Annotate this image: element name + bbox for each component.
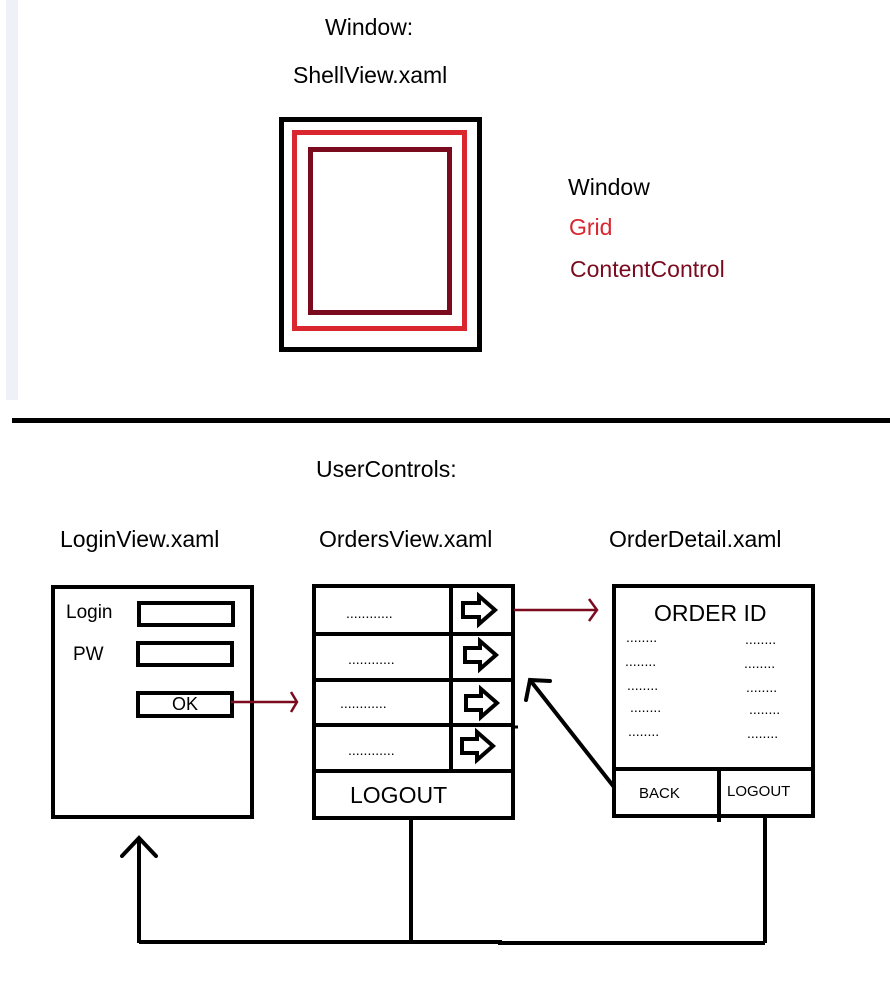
detail-right-field: ........ bbox=[746, 679, 778, 695]
orders-column-divider bbox=[449, 588, 453, 773]
row-arrow-icon bbox=[461, 591, 499, 629]
detail-logout-button[interactable]: LOGOUT bbox=[727, 783, 791, 800]
detail-left-field: ........ bbox=[627, 677, 659, 693]
detail-left-field: ........ bbox=[628, 723, 660, 739]
row-arrow-icon bbox=[464, 684, 501, 722]
order-id-header: ORDER ID bbox=[654, 600, 767, 626]
detail-left-field: ........ bbox=[630, 699, 662, 715]
orderdetail-title: OrderDetail.xaml bbox=[609, 526, 782, 552]
order-row-text: ............ bbox=[340, 695, 387, 711]
detail-left-field: ........ bbox=[625, 653, 657, 669]
ordersview-title: OrdersView.xaml bbox=[319, 526, 493, 552]
legend-grid: Grid bbox=[569, 214, 613, 240]
order-row-text: ............ bbox=[348, 651, 395, 667]
detail-left-field: ........ bbox=[626, 629, 658, 645]
detail-right-field: ........ bbox=[747, 725, 779, 741]
row-arrow-icon bbox=[460, 727, 497, 765]
ok-button[interactable]: OK bbox=[136, 691, 234, 718]
row-arrow-icon bbox=[460, 591, 501, 765]
pw-label: PW bbox=[73, 644, 104, 665]
pw-input[interactable] bbox=[136, 641, 234, 667]
detail-right-field: ........ bbox=[744, 655, 776, 671]
grid-frame bbox=[292, 130, 467, 331]
detail-right-field: ........ bbox=[745, 631, 777, 647]
order-row-text: ............ bbox=[346, 605, 393, 621]
detail-button-divider bbox=[717, 767, 721, 822]
back-to-orders-arrow bbox=[524, 677, 616, 789]
back-button[interactable]: BACK bbox=[639, 785, 680, 802]
order-row[interactable]: ............ bbox=[316, 636, 511, 682]
legend-content-control: ContentControl bbox=[570, 256, 725, 282]
order-row[interactable]: ............ bbox=[316, 727, 511, 773]
left-edge-strip bbox=[6, 0, 18, 400]
usercontrols-title: UserControls: bbox=[316, 456, 457, 482]
login-view: Login PW OK bbox=[51, 585, 254, 819]
login-label: Login bbox=[66, 602, 113, 623]
order-detail-view: ORDER ID ........ ........ ........ ....… bbox=[612, 584, 815, 822]
order-row-text: ............ bbox=[348, 742, 395, 758]
window-frame bbox=[279, 117, 482, 352]
legend-window: Window bbox=[568, 174, 650, 200]
order-row[interactable]: ............ bbox=[316, 588, 511, 636]
login-input[interactable] bbox=[137, 601, 235, 627]
section-divider bbox=[12, 418, 890, 423]
login-to-orders-arrow bbox=[231, 691, 299, 713]
row-arrow-icon bbox=[463, 636, 500, 674]
orders-logout-button[interactable]: LOGOUT bbox=[350, 782, 448, 808]
detail-right-field: ........ bbox=[749, 701, 781, 717]
shell-title-window: Window: bbox=[325, 14, 414, 40]
shell-title-file: ShellView.xaml bbox=[293, 62, 448, 88]
content-control-frame bbox=[308, 147, 452, 315]
logout-to-login-path bbox=[120, 816, 767, 945]
order-row[interactable]: ............ bbox=[316, 682, 511, 727]
loginview-title: LoginView.xaml bbox=[60, 526, 220, 552]
orders-to-detail-arrow bbox=[514, 598, 599, 622]
detail-footer-divider bbox=[616, 767, 811, 771]
